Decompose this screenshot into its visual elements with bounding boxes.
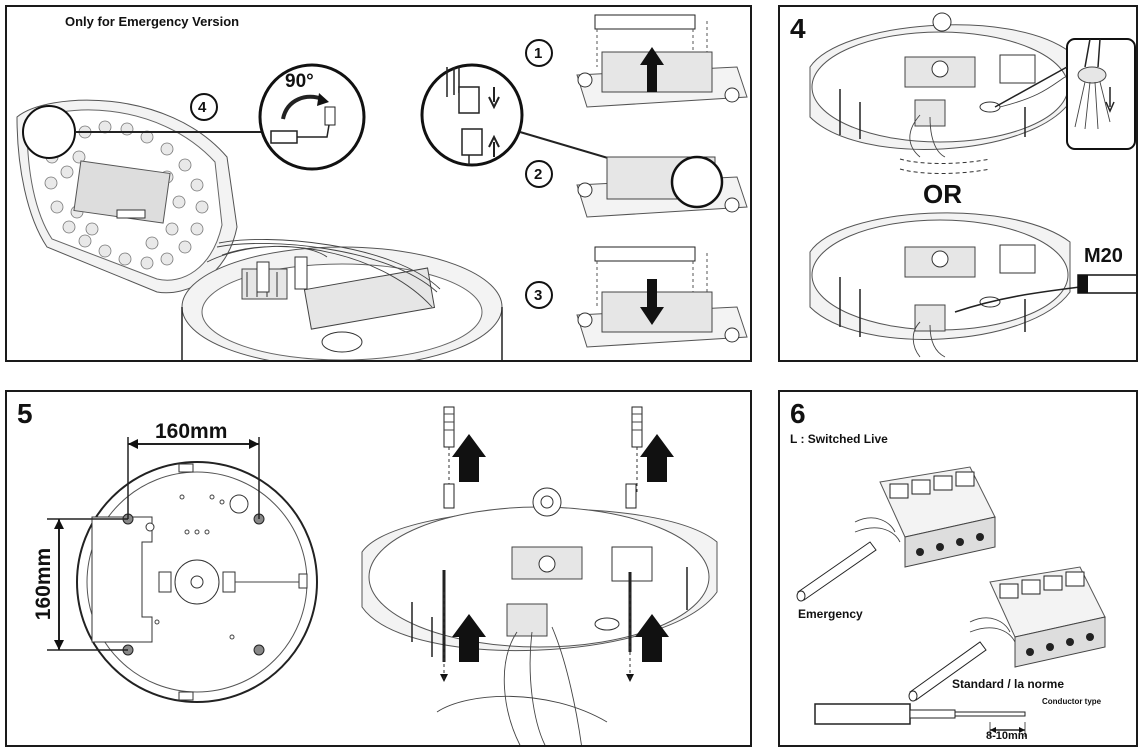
gland-detail-box [1066, 38, 1136, 150]
terminal-block-emergency [796, 466, 996, 602]
panel-4-illustration [809, 12, 1136, 358]
wall-plugs [443, 406, 643, 509]
panel-emergency-install: Only for Emergency Version 4 90° 1 2 3 [5, 5, 752, 362]
panel-mounting: 5 160mm 160mm [5, 390, 752, 747]
arrow-up-right-bottom [635, 614, 669, 662]
panel-cable-entry: 4 OR M20 [778, 5, 1138, 362]
rotation-angle-label: 90° [285, 71, 314, 92]
panel-6-illustration [796, 466, 1106, 737]
panel-wiring: 6 L : Switched Live Emergency Standard /… [778, 390, 1138, 747]
terminal-block-standard [908, 566, 1106, 702]
step-1-number: 1 [534, 45, 543, 62]
driver-step-2 [576, 155, 748, 218]
or-label: OR [923, 179, 962, 209]
base-housing [181, 239, 503, 360]
housing-mounting-view [361, 487, 718, 745]
screws [440, 570, 634, 682]
step-number-4: 4 [790, 13, 806, 44]
emergency-version-header: Only for Emergency Version [65, 14, 240, 29]
dim-horizontal-label: 160mm [155, 420, 228, 443]
arrow-up-left-bottom [452, 614, 486, 662]
housing-side-entry [809, 212, 1081, 358]
driver-step-1 [576, 14, 748, 108]
led-board [16, 99, 238, 294]
strip-length-label: 8-10mm [986, 730, 1028, 742]
arrow-up-right-top [640, 434, 674, 482]
step-2-number: 2 [534, 166, 543, 183]
step-number-6: 6 [790, 398, 806, 429]
panel-1-illustration [16, 14, 748, 360]
callout-number-4: 4 [198, 99, 207, 116]
conductor-type-label: Conductor type [1042, 697, 1102, 706]
callout-ring-small [22, 105, 76, 159]
conductor-strip-diagram [814, 703, 1026, 737]
emergency-label: Emergency [798, 607, 863, 621]
m20-label: M20 [1084, 245, 1123, 267]
step-3-number: 3 [534, 287, 543, 304]
panel-5-illustration [47, 406, 718, 745]
base-plate-top-view [76, 461, 318, 703]
driver-step-3 [576, 246, 748, 348]
arrow-up-left-top [452, 434, 486, 482]
step-number-5: 5 [17, 398, 33, 429]
standard-label: Standard / la norme [952, 677, 1065, 691]
housing-top-entry [809, 12, 1071, 174]
dim-vertical-label: 160mm [32, 547, 55, 621]
switched-live-legend: L : Switched Live [790, 432, 888, 446]
